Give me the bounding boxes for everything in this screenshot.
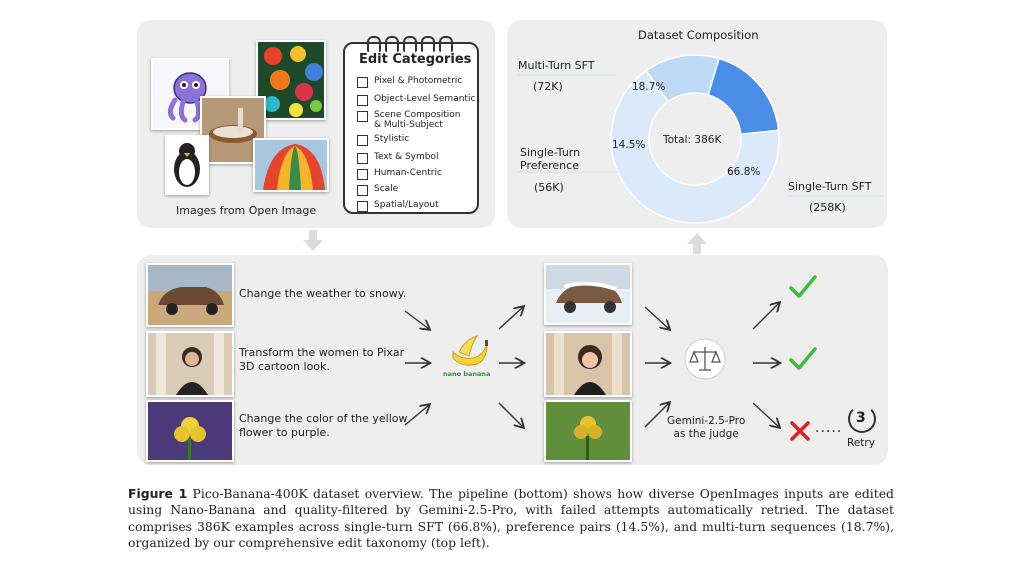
nano-banana-label: nano banana [443,370,491,378]
notebook-ring [403,36,417,52]
edit-category-label: Stylistic [374,134,410,144]
slice-percent-label: 14.5% [612,139,645,151]
checkbox-icon [357,95,368,106]
edit-category-label: Human-Centric [374,168,442,178]
notebook-ring [439,36,453,52]
label-multi-turn-name: Multi-Turn SFT [518,59,595,72]
donut-chart: 66.8% 14.5% 18.7% Total: 386K [518,54,884,224]
checkbox-icon [357,111,368,122]
input-car-image [146,263,234,327]
label-sft-name: Single-Turn SFT [788,180,872,193]
edit-category-item: Text & Symbol [357,152,438,164]
edit-category-item: Stylistic [357,134,409,146]
slice-percent-label: 18.7% [632,81,665,93]
instruction-2: Transform the women to Pixar 3D cartoon … [239,346,405,373]
output-flower-image [544,400,632,462]
output-snowy-car-image [544,263,632,325]
banana-icon [452,335,488,366]
images-caption: Images from Open Image [176,204,317,217]
slice-percent-label: 66.8% [727,166,760,178]
flowers-painting-image [256,40,326,120]
output-cartoon-woman-image [544,331,632,397]
checkbox-icon [357,135,368,146]
scales-of-justice-icon [684,338,726,380]
octopus-toy-image [151,58,229,130]
edit-category-item: Scale [357,184,398,196]
checkbox-icon [357,185,368,196]
pipeline-panel [137,255,888,465]
label-sft-count: (258K) [809,201,846,214]
label-multi-turn-count: (72K) [533,80,563,93]
check-icon [789,275,817,298]
notebook-ring [421,36,435,52]
figure-caption-text: Pico-Banana-400K dataset overview. The p… [128,486,894,550]
pipeline-arrows [404,255,888,465]
input-woman-image [146,331,234,397]
checkbox-icon [357,153,368,164]
edit-category-item: Scene Composition & Multi-Subject [357,110,461,130]
input-flower-image [146,400,234,462]
donut-slice [707,57,780,136]
checkbox-icon [357,77,368,88]
notebook-ring [367,36,381,52]
figure-label: Figure 1 [128,486,188,501]
retry-dots: ..... [815,420,843,436]
retry-icon [848,405,876,433]
judge-label: Gemini-2.5-Pro as the judge [667,415,746,440]
edit-category-label: Spatial/Layout [374,200,439,210]
figure-caption: Figure 1 Pico-Banana-400K dataset overvi… [128,486,894,551]
checkbox-icon [357,201,368,212]
check-icon [789,347,817,370]
edit-category-label: Text & Symbol [374,152,439,162]
penguin-drawing-image [165,135,209,195]
edit-category-item: Pixel & Photometric [357,76,462,88]
edit-category-label: Pixel & Photometric [374,76,463,86]
down-arrow-icon [303,230,323,251]
instruction-3: Change the color of the yellow flower to… [239,412,408,439]
retry-label: Retry [847,437,875,449]
donut-center-label: Total: 386K [662,134,722,146]
edit-category-item: Human-Centric [357,168,442,180]
notebook-ring [385,36,399,52]
edit-category-item: Object-Level Semantic [357,94,475,106]
donut-slice [610,69,780,224]
edit-category-label: Scene Composition & Multi-Subject [374,110,461,130]
hot-air-balloon-image [253,138,329,192]
edit-category-item: Spatial/Layout [357,200,439,212]
retry-count: 3 [856,410,866,426]
chart-title: Dataset Composition [638,28,759,42]
label-preference-count: (56K) [534,181,564,194]
edit-category-label: Object-Level Semantic [374,94,476,104]
instruction-1: Change the weather to snowy. [239,287,407,300]
checkbox-icon [357,169,368,180]
edit-category-label: Scale [374,184,399,194]
up-arrow-icon [687,233,707,254]
edit-categories-title: Edit Categories [359,52,472,67]
cross-icon [790,421,810,441]
